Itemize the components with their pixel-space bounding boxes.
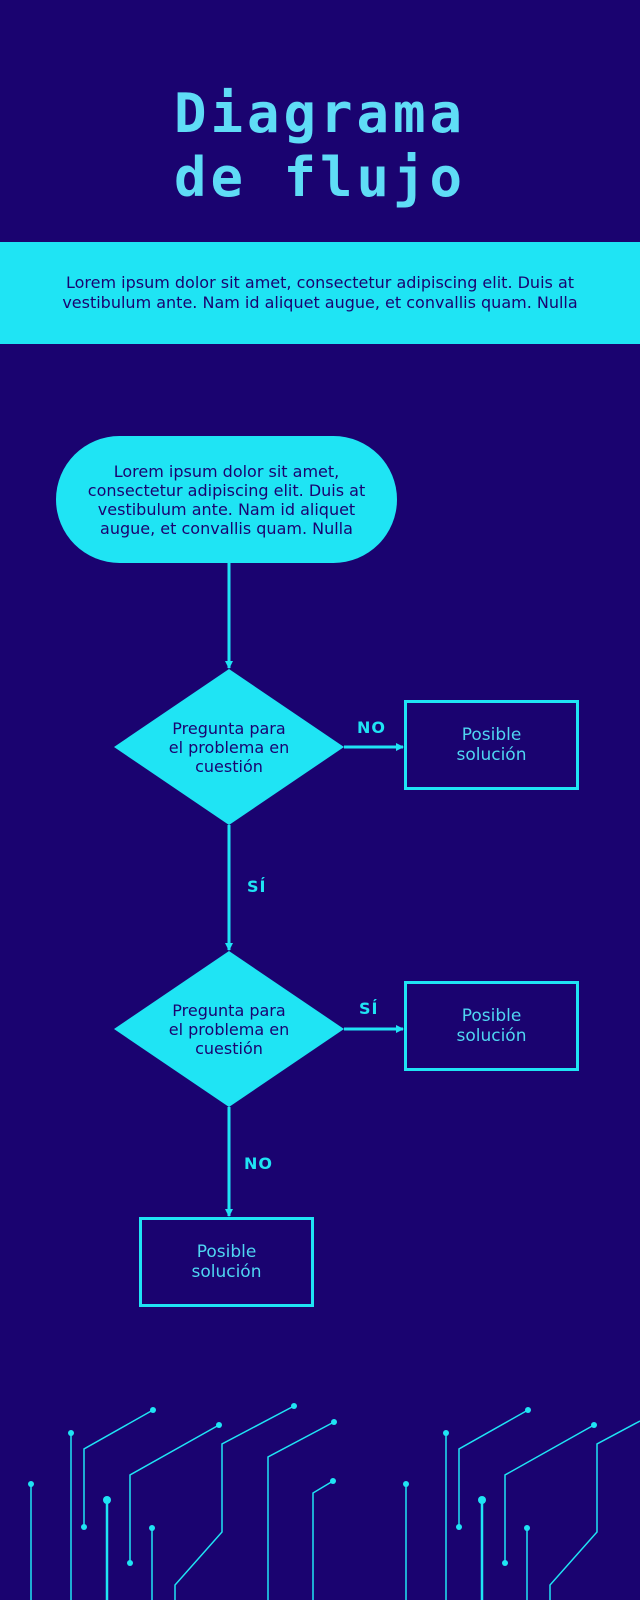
- solution-2-text: Posible solución: [456, 1006, 527, 1046]
- page-title: Diagrama de flujo: [0, 82, 640, 210]
- decision-2: Pregunta para el problema en cuestión: [114, 951, 344, 1107]
- circuit-right-group: [403, 1407, 640, 1600]
- circuit-left-group: [28, 1403, 337, 1600]
- title-line-2: de flujo: [173, 146, 467, 209]
- start-terminal: Lorem ipsum dolor sit amet, consectetur …: [56, 436, 397, 563]
- decision-1-text: Pregunta para el problema en cuestión: [168, 718, 290, 776]
- title-line-1: Diagrama: [173, 82, 467, 145]
- decision-1: Pregunta para el problema en cuestión: [114, 669, 344, 825]
- decision-2-text: Pregunta para el problema en cuestión: [168, 1000, 290, 1058]
- solution-box-1: Posible solución: [404, 700, 579, 790]
- solution-3-text: Posible solución: [191, 1242, 262, 1282]
- intro-text: Lorem ipsum dolor sit amet, consectetur …: [62, 273, 578, 312]
- solution-1-text: Posible solución: [456, 725, 527, 765]
- decision-1-no-label: NO: [357, 718, 386, 737]
- start-text: Lorem ipsum dolor sit amet, consectetur …: [87, 461, 366, 538]
- decision-2-shape: [114, 951, 344, 1107]
- decision-2-no-label: NO: [244, 1154, 273, 1173]
- decision-1-yes-label: SÍ: [247, 877, 267, 896]
- decision-2-yes-label: SÍ: [359, 999, 379, 1018]
- solution-box-2: Posible solución: [404, 981, 579, 1071]
- decision-1-shape: [114, 669, 344, 825]
- solution-box-3: Posible solución: [139, 1217, 314, 1307]
- intro-band: Lorem ipsum dolor sit amet, consectetur …: [0, 242, 640, 344]
